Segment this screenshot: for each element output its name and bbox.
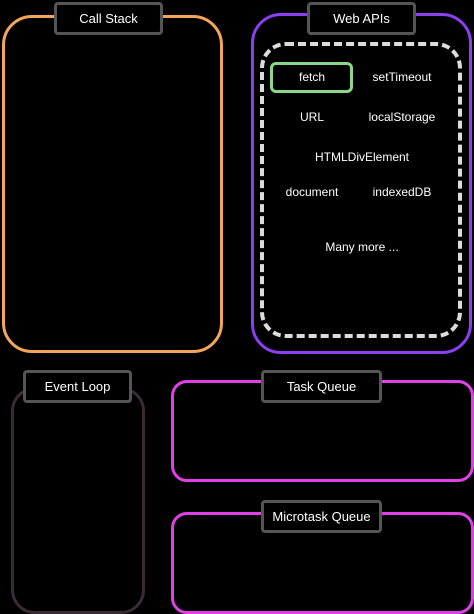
api-item-settimeout: setTimeout xyxy=(372,70,432,84)
api-item-url: URL xyxy=(299,110,325,124)
call-stack-title: Call Stack xyxy=(54,2,163,35)
web-apis-panel xyxy=(251,13,472,354)
api-item-many-more: Many more ... xyxy=(325,240,399,254)
api-item-document: document xyxy=(285,185,339,199)
event-loop-title: Event Loop xyxy=(23,370,132,403)
call-stack-panel xyxy=(2,15,223,353)
api-item-fetch: fetch xyxy=(298,70,326,84)
web-apis-title: Web APIs xyxy=(307,2,416,35)
task-queue-title: Task Queue xyxy=(261,370,382,403)
web-apis-dashed-region xyxy=(260,42,462,338)
api-item-localstorage: localStorage xyxy=(368,110,436,124)
api-item-indexeddb: indexedDB xyxy=(372,185,432,199)
fetch-highlight-box xyxy=(270,62,353,93)
event-loop-panel xyxy=(11,387,145,614)
api-item-htmldivelement: HTMLDivElement xyxy=(314,150,410,164)
microtask-queue-title: Microtask Queue xyxy=(261,500,382,533)
